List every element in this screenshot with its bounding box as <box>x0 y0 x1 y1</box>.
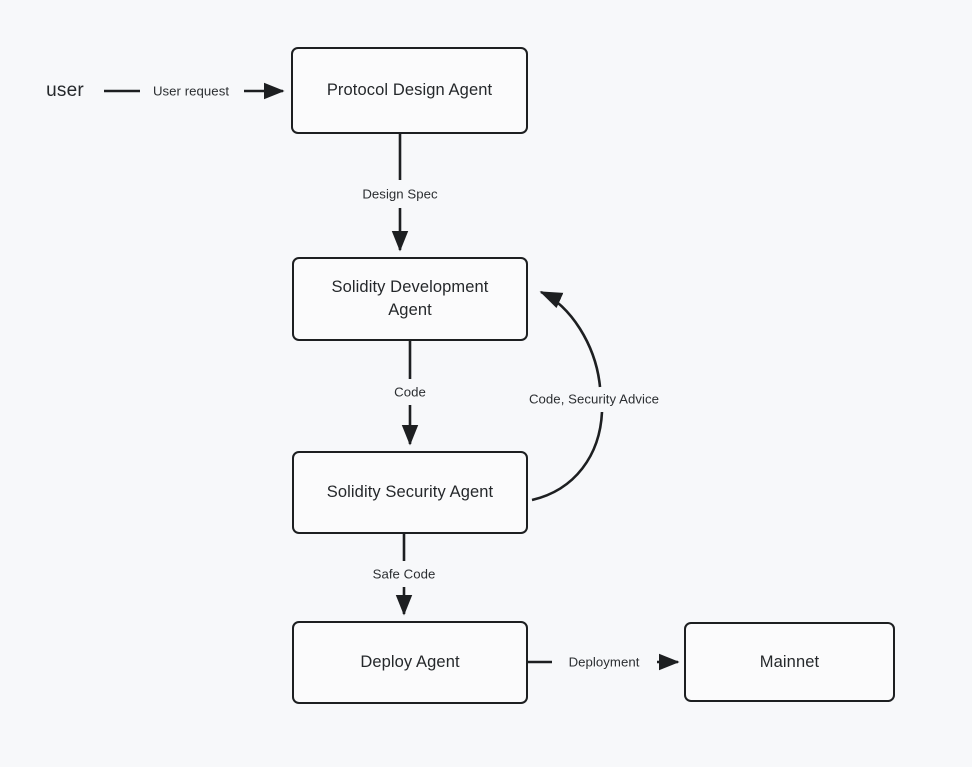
node-deploy-agent-label: Deploy Agent <box>360 653 460 672</box>
edge-label-safe-code: Safe Code <box>369 566 439 582</box>
node-mainnet[interactable]: Mainnet <box>684 622 895 702</box>
edge-label-deployment: Deployment <box>565 654 643 670</box>
node-solidity-security-agent[interactable]: Solidity Security Agent <box>292 451 528 534</box>
actor-user-label: user <box>46 80 84 101</box>
node-protocol-design-agent[interactable]: Protocol Design Agent <box>291 47 528 134</box>
edge-label-code-security-advice: Code, Security Advice <box>525 391 663 407</box>
node-solidity-security-agent-label: Solidity Security Agent <box>326 483 494 502</box>
node-solidity-development-agent[interactable]: Solidity Development Agent <box>292 257 528 341</box>
node-deploy-agent[interactable]: Deploy Agent <box>292 621 528 704</box>
connector-security-feedback-upper <box>539 290 602 388</box>
node-mainnet-label: Mainnet <box>759 652 820 671</box>
edge-label-code: Code <box>391 384 429 400</box>
edge-label-design-spec: Design Spec <box>359 186 441 202</box>
node-protocol-design-agent-label: Protocol Design Agent <box>326 81 493 100</box>
edge-label-user-request: User request <box>149 83 233 99</box>
connector-security-feedback-lower <box>531 411 604 502</box>
node-solidity-development-agent-label: Solidity Development Agent <box>331 278 489 319</box>
